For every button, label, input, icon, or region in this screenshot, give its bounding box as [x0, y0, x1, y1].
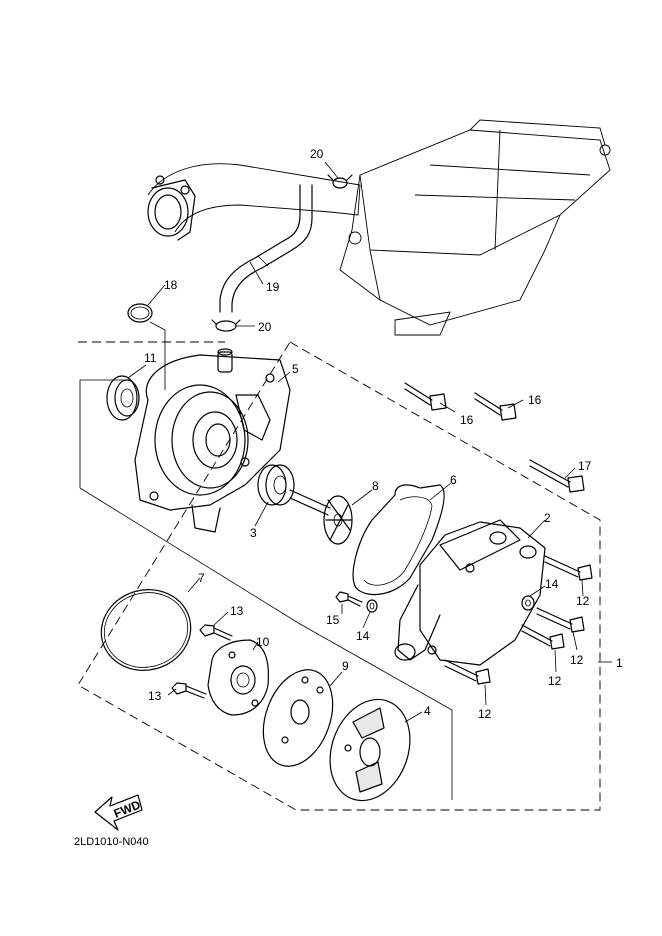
callout-20-b: 20: [258, 320, 272, 334]
cover-plate: [329, 698, 411, 802]
plate-gasket: [262, 669, 334, 767]
callout-13-b: 13: [148, 689, 162, 703]
bolts-12: [444, 555, 593, 685]
pump-housing: [134, 348, 291, 533]
air-box-assembly: [339, 119, 611, 336]
callout-8: 8: [372, 479, 379, 493]
bolts-13: [171, 624, 233, 699]
callout-2: 2: [544, 511, 551, 525]
pump-bearing: [257, 464, 295, 506]
callout-4: 4: [424, 704, 431, 718]
washers-14: [366, 595, 535, 613]
hose-clip-upper: [327, 174, 353, 189]
callout-10: 10: [256, 635, 270, 649]
callout-16-b: 16: [528, 393, 542, 407]
callout-14-a: 14: [545, 577, 559, 591]
callout-16-a: 16: [460, 413, 474, 427]
o-ring-large: [100, 589, 192, 671]
callout-12-b: 12: [570, 653, 584, 667]
impeller-shaft: [289, 489, 353, 545]
callout-3: 3: [250, 526, 257, 540]
callout-labels: 1 2 3 4 5 6 7 8 9 10 11 12 12 12 12 13 1…: [144, 147, 623, 721]
impeller-plate: [207, 639, 270, 716]
callout-18: 18: [164, 278, 178, 292]
bolts-16: [404, 382, 517, 421]
o-ring-small: [127, 303, 153, 323]
bolt-17: [529, 459, 585, 493]
cover-gasket: [352, 484, 445, 596]
callout-7: 7: [198, 571, 205, 585]
callout-12-a: 12: [576, 594, 590, 608]
callout-13-a: 13: [230, 604, 244, 618]
callout-14-b: 14: [356, 629, 370, 643]
callout-20-a: 20: [310, 147, 324, 161]
callout-17: 17: [578, 459, 592, 473]
callout-5: 5: [292, 362, 299, 376]
oil-seal: [106, 375, 140, 421]
callout-15: 15: [326, 613, 340, 627]
fwd-label: FWD: [112, 797, 143, 820]
bolt-15: [335, 591, 363, 607]
leader-lines: [127, 161, 612, 723]
callout-12-d: 12: [478, 707, 492, 721]
hose-clip-lower: [211, 319, 241, 332]
callout-19: 19: [266, 280, 280, 294]
diagram-code: 2LD1010-N040: [74, 836, 149, 848]
callout-11: 11: [144, 351, 157, 365]
breather-hose: [219, 184, 313, 313]
callout-1: 1: [616, 656, 623, 670]
callout-6: 6: [450, 473, 457, 487]
callout-9: 9: [342, 659, 349, 673]
fwd-arrow: FWD: [94, 794, 143, 831]
intake-duct: [147, 163, 361, 241]
assembly-boundary: [77, 341, 601, 811]
pump-cover: [394, 519, 546, 666]
callout-12-c: 12: [548, 674, 562, 688]
